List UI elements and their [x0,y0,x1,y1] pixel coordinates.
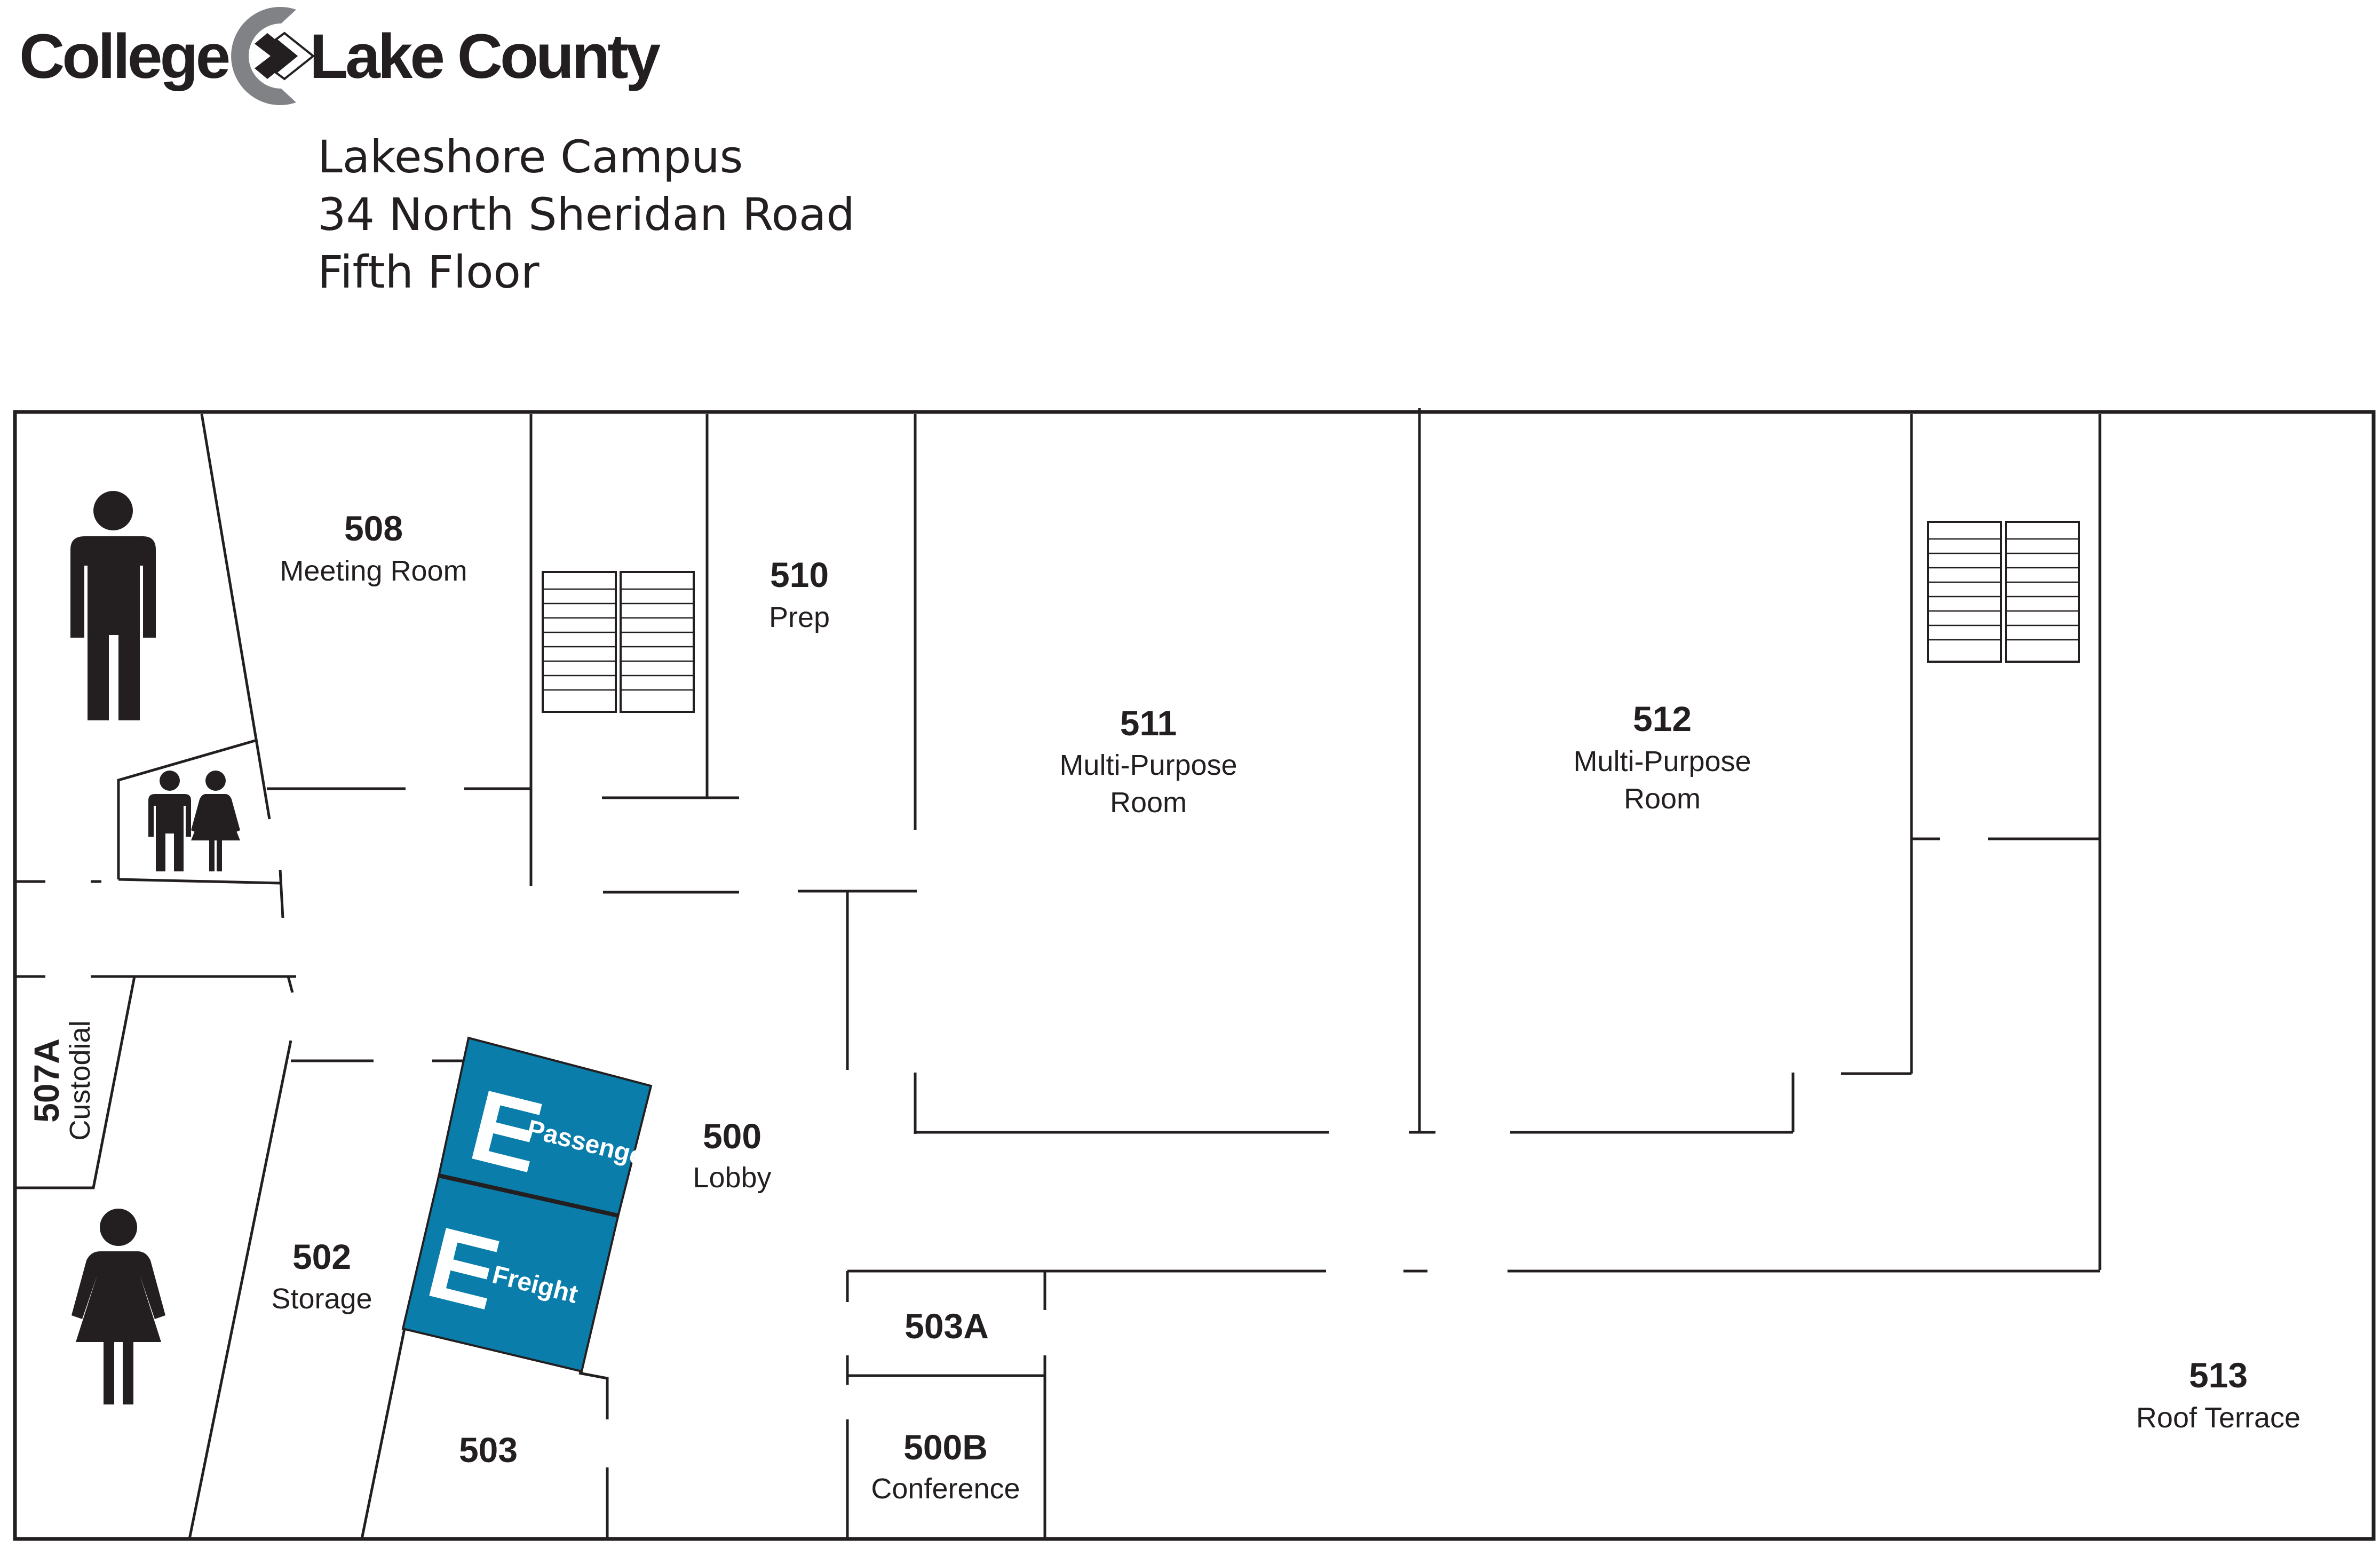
room-507a-number: 507A [27,1038,66,1123]
room-502-number: 502 [292,1237,351,1276]
room-511-number: 511 [1120,703,1177,743]
college-logo: College Lake County [16,0,661,117]
floor-name: Fifth Floor [318,246,540,298]
room-500-number: 500 [703,1116,761,1156]
room-508-number: 508 [344,509,403,548]
room-512-number: 512 [1633,699,1692,739]
room-510-name: Prep [769,601,830,633]
room-511-name-line2: Room [1110,787,1187,819]
room-508-name: Meeting Room [280,555,467,587]
room-500-name: Lobby [693,1162,771,1194]
campus-name: Lakeshore Campus [318,131,743,183]
interior-walls [15,408,2101,1539]
logo-word-lake-county: Lake County [310,21,661,92]
room-513-name: Roof Terrace [2136,1402,2300,1434]
campus-address: 34 North Sheridan Road [318,188,855,241]
elevator-passenger: E Passenger [437,1036,657,1218]
stairs-icon [542,571,695,713]
room-507a-name: Custodial [64,1020,96,1140]
room-503-number: 503 [459,1430,518,1470]
room-503a-number: 503A [905,1306,989,1346]
family-restroom-icon [148,771,240,871]
stairs-icon [1927,521,2080,663]
logo-mark-icon [231,7,315,106]
room-502-name: Storage [271,1283,372,1315]
room-500b-number: 500B [903,1427,988,1467]
logo-word-college: College [19,21,231,92]
room-500b-name: Conference [871,1473,1020,1505]
room-513-number: 513 [2189,1355,2248,1395]
man-restroom-icon [70,491,156,720]
room-512-name-line1: Multi-Purpose [1573,745,1751,777]
room-510-number: 510 [770,555,829,594]
elevator-icon [401,1175,620,1373]
room-511-name-line1: Multi-Purpose [1059,749,1237,781]
elevator-freight: E Freight [401,1175,620,1373]
woman-restroom-icon [72,1209,165,1404]
room-512-name-line2: Room [1624,783,1701,815]
campus-header: Lakeshore Campus 34 North Sheridan Road … [318,128,855,301]
